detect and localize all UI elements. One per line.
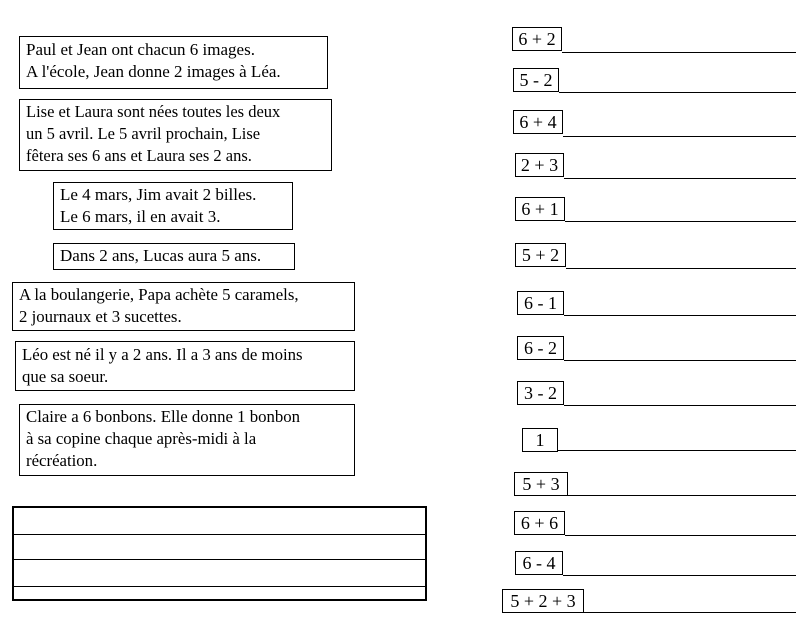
answer-line[interactable]	[564, 315, 796, 316]
story-text: Claire a 6 bonbons. Elle donne 1 bonbon	[26, 407, 301, 426]
story-box-2: Lise et Laura sont nées toutes les deux …	[19, 99, 332, 171]
expression-box: 2 + 3	[515, 153, 564, 177]
answer-line[interactable]	[565, 221, 796, 222]
story-text: 2 journaux et 3 sucettes.	[19, 307, 182, 326]
answer-line[interactable]	[566, 268, 796, 269]
story-text: un 5 avril. Le 5 avril prochain, Lise	[26, 124, 261, 143]
expression-box: 5 + 2 + 3	[502, 589, 584, 613]
answer-line[interactable]	[559, 92, 796, 93]
expression-box: 6 + 2	[512, 27, 562, 51]
story-text: Dans 2 ans, Lucas aura 5 ans.	[60, 246, 262, 265]
answer-line[interactable]	[584, 612, 796, 613]
story-text: récréation.	[26, 451, 98, 470]
story-box-5: A la boulangerie, Papa achète 5 caramels…	[12, 282, 355, 331]
answer-table-row-line	[14, 586, 425, 587]
answer-line[interactable]	[562, 52, 796, 53]
answer-line[interactable]	[568, 495, 796, 496]
story-text: A l'école, Jean donne 2 images à Léa.	[26, 62, 281, 81]
story-text: que sa soeur.	[22, 367, 109, 386]
expression-box: 3 - 2	[517, 381, 564, 405]
story-box-4: Dans 2 ans, Lucas aura 5 ans.	[53, 243, 295, 270]
expression-box: 6 + 1	[515, 197, 565, 221]
story-text: Paul et Jean ont chacun 6 images.	[26, 40, 255, 59]
story-box-6: Léo est né il y a 2 ans. Il a 3 ans de m…	[15, 341, 355, 391]
answer-line[interactable]	[558, 450, 796, 451]
expression-box: 1	[522, 428, 558, 452]
answer-table	[12, 506, 427, 601]
answer-table-row-line	[14, 534, 425, 535]
expression-box: 6 + 4	[513, 110, 563, 134]
story-box-7: Claire a 6 bonbons. Elle donne 1 bonbon …	[19, 404, 355, 476]
answer-line[interactable]	[563, 136, 796, 137]
story-text: A la boulangerie, Papa achète 5 caramels…	[19, 285, 299, 304]
story-text: à sa copine chaque après-midi à la	[26, 429, 257, 448]
story-box-3: Le 4 mars, Jim avait 2 billes. Le 6 mars…	[53, 182, 293, 230]
expression-box: 5 + 3	[514, 472, 568, 496]
expression-box: 6 - 1	[517, 291, 564, 315]
answer-line[interactable]	[564, 178, 796, 179]
answer-table-row-line	[14, 559, 425, 560]
story-text: Le 4 mars, Jim avait 2 billes.	[60, 185, 257, 204]
answer-line[interactable]	[565, 535, 796, 536]
answer-line[interactable]	[563, 575, 796, 576]
expression-box: 5 + 2	[515, 243, 566, 267]
expression-box: 6 - 4	[515, 551, 563, 575]
story-box-1: Paul et Jean ont chacun 6 images. A l'éc…	[19, 36, 328, 89]
story-text: Lise et Laura sont nées toutes les deux	[26, 102, 281, 121]
expression-box: 6 - 2	[517, 336, 564, 360]
story-text: fêtera ses 6 ans et Laura ses 2 ans.	[26, 146, 252, 165]
story-text: Léo est né il y a 2 ans. Il a 3 ans de m…	[22, 345, 303, 364]
answer-line[interactable]	[564, 405, 796, 406]
expression-box: 5 - 2	[513, 68, 559, 92]
expression-box: 6 + 6	[514, 511, 565, 535]
story-text: Le 6 mars, il en avait 3.	[60, 207, 221, 226]
answer-line[interactable]	[564, 360, 796, 361]
